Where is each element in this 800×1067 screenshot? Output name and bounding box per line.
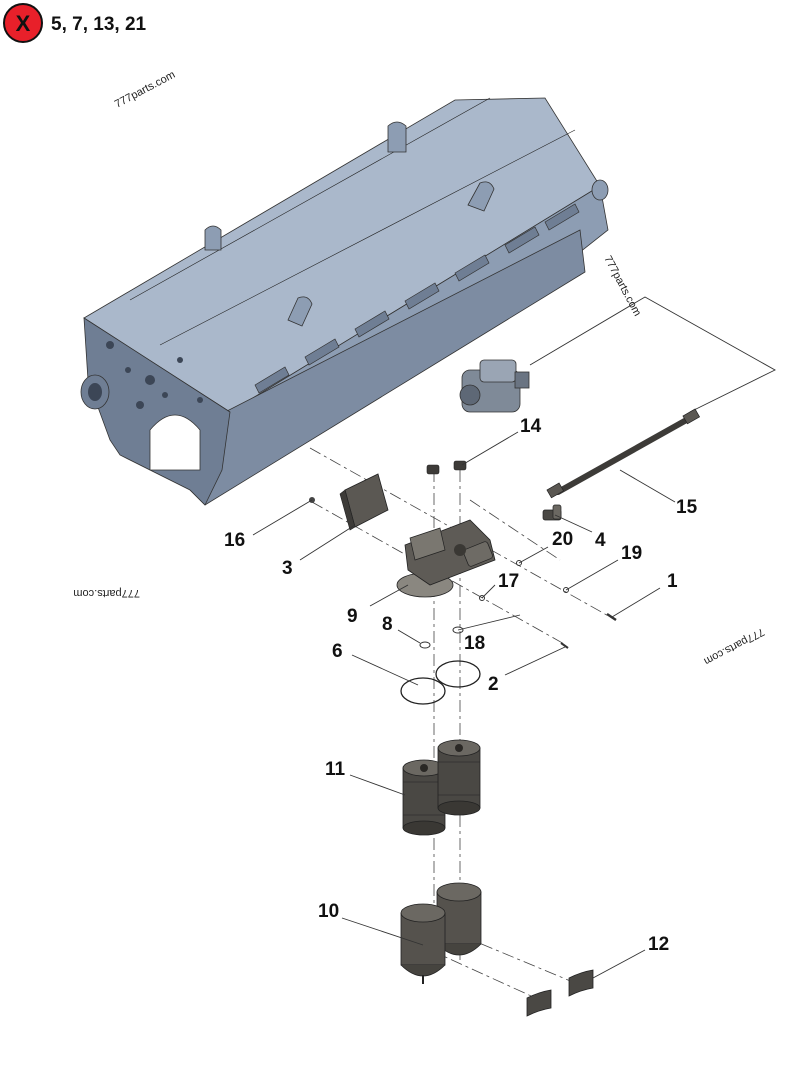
part-1-bolt [606, 612, 617, 622]
excluded-items-list: 5, 7, 13, 21 [51, 14, 147, 35]
part-20-washer [516, 560, 522, 566]
callout-1: 1 [667, 571, 678, 592]
excluded-badge-icon [3, 3, 43, 43]
part-4-elbow-fitting [542, 504, 562, 521]
watermark-3: 777parts.com [73, 587, 140, 599]
callout-20: 20 [552, 529, 573, 550]
assembly-center-lines [309, 296, 776, 1001]
callout-labels: 1 2 3 4 6 8 9 10 11 12 14 15 16 17 18 19… [224, 416, 698, 955]
part-15-hose [546, 408, 701, 499]
engine-block [80, 97, 609, 506]
watermark-2: 777parts.com [601, 254, 643, 318]
part-8-seal [419, 641, 431, 649]
part-2-bolt [560, 642, 569, 649]
callout-4: 4 [595, 530, 606, 551]
part-6-o-ring-left [400, 677, 446, 705]
part-6-o-ring-right [435, 660, 481, 688]
callout-9: 9 [347, 606, 358, 627]
callout-11: 11 [325, 759, 346, 780]
callout-18: 18 [464, 633, 485, 654]
callout-15: 15 [676, 497, 698, 518]
callout-10: 10 [318, 901, 339, 922]
pump-assembly [459, 359, 530, 413]
watermark-4: 777parts.com [702, 625, 766, 667]
callout-6: 6 [332, 641, 343, 662]
excluded-badge-label: X [16, 11, 31, 36]
watermark-1: 777parts.com [113, 69, 177, 111]
part-11-filter-elements [402, 739, 481, 836]
callout-19: 19 [621, 543, 642, 564]
leader-lines [252, 431, 676, 979]
part-19-washer [563, 587, 569, 593]
part-14-caps [426, 460, 467, 475]
excluded-items-header: X 5, 7, 13, 21 [3, 3, 147, 43]
engine-end-flange [80, 374, 110, 410]
part-18-seal [452, 626, 464, 634]
callout-2: 2 [488, 674, 499, 695]
part-17-washer [479, 595, 485, 601]
callout-8: 8 [382, 614, 393, 635]
part-3-bracket [339, 473, 389, 531]
callout-17: 17 [498, 571, 519, 592]
part-10-filter-bowls [400, 882, 482, 984]
part-12-shields [526, 969, 594, 1017]
callout-16: 16 [224, 530, 245, 551]
callout-3: 3 [282, 558, 293, 579]
callout-12: 12 [648, 934, 669, 955]
part-9-filter-head [396, 519, 496, 598]
callout-14: 14 [520, 416, 542, 437]
